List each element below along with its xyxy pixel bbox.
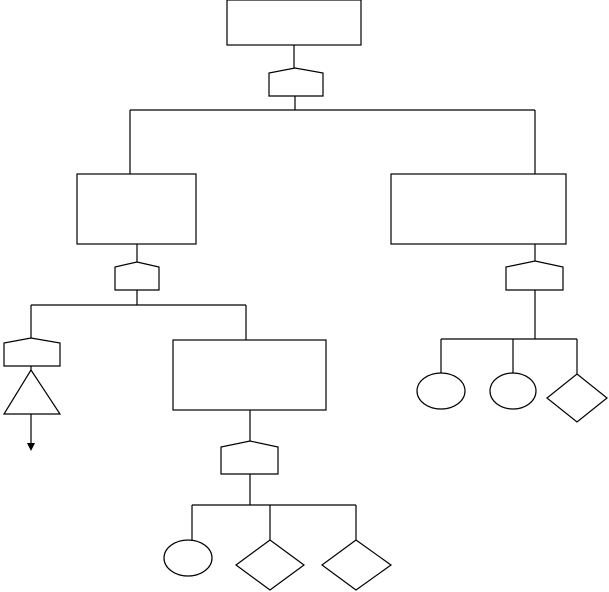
gate-left[interactable] <box>114 261 160 291</box>
right-event-box[interactable] <box>390 173 567 245</box>
basic-event-2-circle[interactable] <box>489 372 537 410</box>
arrow-head <box>27 443 35 451</box>
connectors <box>27 45 578 540</box>
mid-event-box[interactable] <box>172 339 327 411</box>
transfer-triangle[interactable] <box>2 368 62 415</box>
left-event-box[interactable] <box>76 173 197 245</box>
transfer-gate[interactable] <box>3 337 61 367</box>
gate-top[interactable] <box>268 67 324 97</box>
top-event-box[interactable] <box>226 0 362 46</box>
undeveloped-event-1-diamond[interactable] <box>546 373 608 423</box>
basic-event-1-circle[interactable] <box>416 372 466 410</box>
undeveloped-event-2-diamond[interactable] <box>234 539 306 591</box>
gate-mid[interactable] <box>220 440 279 475</box>
basic-event-3-circle[interactable] <box>163 539 213 577</box>
undeveloped-event-3-diamond[interactable] <box>320 539 393 591</box>
gate-right[interactable] <box>505 260 564 291</box>
